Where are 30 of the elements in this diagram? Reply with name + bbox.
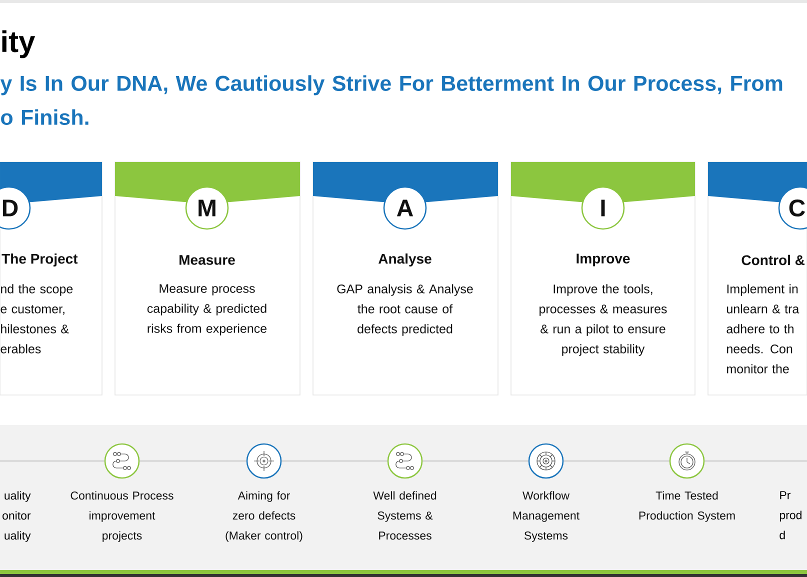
- card-heading: Analyse: [378, 253, 432, 267]
- card-text: nd the scope e customer, hilestones & erables: [0, 284, 73, 354]
- feature-label: Well defined Systems & Processes: [373, 491, 436, 540]
- card-text: GAP analysis & Analyse the root cause of defects predicted: [337, 284, 473, 336]
- card-heading: Control &: [742, 254, 805, 266]
- connector-line: [0, 460, 105, 462]
- letter-badge: A: [383, 186, 427, 230]
- card-text: Measure process capability & predicted risks from experience: [147, 284, 267, 336]
- card-heading: Improve: [576, 254, 630, 266]
- letter-badge: M: [185, 186, 229, 230]
- letter-badge: I: [581, 186, 625, 230]
- connector-line: [704, 460, 807, 462]
- card-heading: Measure: [180, 255, 235, 265]
- connector-line: [422, 460, 529, 462]
- card-text: Implement in unlearn & tra adhere to th needs. Con monitor the: [726, 284, 800, 374]
- card-heading: The Project: [2, 253, 78, 267]
- card-text: Improve the tools, processes & measures & run a pilot to ensure project stability: [540, 284, 667, 356]
- page-title: ity: [2, 30, 36, 58]
- feature-label: Continuous Process improvement projects: [70, 491, 174, 542]
- subtitle: y Is In Our DNA, We Cautiously Strive For Betterment In Our Process, From o Finish.: [0, 75, 782, 125]
- letter-badge: C: [778, 186, 807, 230]
- feature-label: Aiming for zero defects (Maker control): [226, 491, 302, 542]
- letter-badge: D: [0, 186, 31, 230]
- connector-line: [563, 460, 670, 462]
- connector-line: [281, 460, 388, 462]
- feature-label: Pr prod d: [780, 491, 802, 540]
- feature-label: uality onitor uality: [2, 491, 31, 542]
- feature-label: Time Tested Production System: [639, 491, 735, 522]
- connector-line: [139, 460, 247, 462]
- feature-label: Workflow Management Systems: [513, 491, 580, 542]
